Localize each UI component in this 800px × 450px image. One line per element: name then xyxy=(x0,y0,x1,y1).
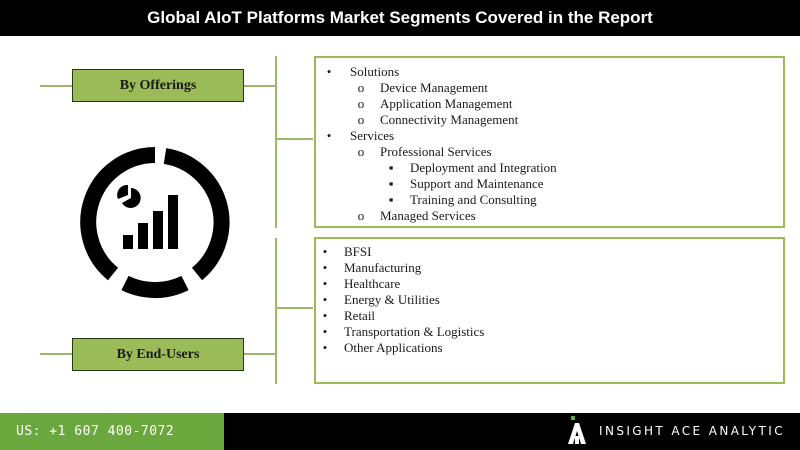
bar-2 xyxy=(138,223,148,249)
bullet-icon: • xyxy=(322,340,328,355)
offerings-panel: • Solutions o Device Management o Applic… xyxy=(314,56,785,228)
bullet-icon: • xyxy=(326,128,332,143)
phone-number: US: +1 607 400-7072 xyxy=(0,413,224,450)
circle-bullet-icon: o xyxy=(357,208,365,223)
offerings-tag-label: By Offerings xyxy=(119,78,197,93)
bar-4 xyxy=(168,195,178,249)
bullet-icon: • xyxy=(322,276,328,291)
end-users-tag-label: By End-Users xyxy=(116,347,200,362)
circle-bullet-icon: o xyxy=(357,144,365,159)
connector-line xyxy=(275,238,277,384)
square-bullet-icon: ▪ xyxy=(388,192,394,207)
end-users-panel: • BFSI • Manufacturing • Healthcare • En… xyxy=(314,237,785,384)
ring-arc-bottom xyxy=(121,275,189,299)
bullet-icon: • xyxy=(322,292,328,307)
analytics-chart-icon xyxy=(80,147,230,299)
circle-bullet-icon: o xyxy=(357,96,365,111)
offerings-tag: By Offerings xyxy=(72,69,244,102)
connector-line xyxy=(275,138,313,140)
footer-bar xyxy=(224,413,800,450)
square-bullet-icon: ▪ xyxy=(388,160,394,175)
insight-ace-logo-icon xyxy=(568,416,586,444)
end-users-tag: By End-Users xyxy=(72,338,244,371)
brand-name: INSIGHT ACE ANALYTIC xyxy=(599,424,785,438)
page-title: Global AIoT Platforms Market Segments Co… xyxy=(0,0,800,36)
bullet-icon: • xyxy=(322,308,328,323)
connector-line xyxy=(275,56,277,228)
bullet-icon: • xyxy=(322,324,328,339)
bar-1 xyxy=(123,235,133,249)
bullet-icon: • xyxy=(326,64,332,79)
circle-bullet-icon: o xyxy=(357,80,365,95)
ring-arc-right xyxy=(163,148,230,281)
bullet-icon: • xyxy=(322,260,328,275)
bullet-icon: • xyxy=(322,244,328,259)
pie-icon xyxy=(117,184,141,208)
ring-arc-left xyxy=(80,147,156,281)
connector-line xyxy=(275,307,313,309)
bar-3 xyxy=(153,211,163,249)
square-bullet-icon: ▪ xyxy=(388,176,394,191)
circle-bullet-icon: o xyxy=(357,112,365,127)
